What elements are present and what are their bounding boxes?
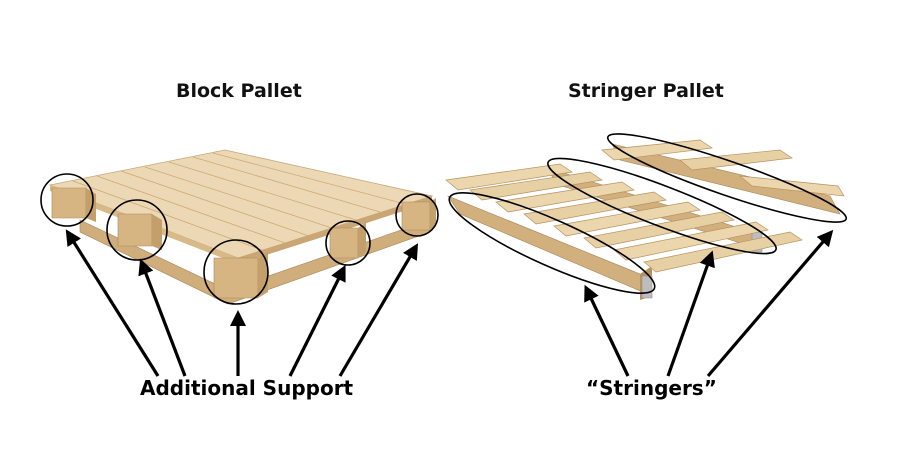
highlight-circle-4 [325,220,371,266]
stringer-front [447,195,653,300]
highlight-circle-3 [203,239,269,305]
arrow-7 [666,250,715,377]
highlight-circle-1 [40,173,94,227]
highlight-ellipse-middle [547,157,777,255]
arrow-8 [706,229,834,378]
deck-slats [445,139,845,273]
highlight-ellipse-back [606,133,848,223]
support-block-5 [401,198,436,231]
arrow-1 [65,229,160,377]
additional-support-label: Additional Support [140,376,354,400]
arrow-4 [288,264,346,377]
support-block-1 [51,187,96,222]
block-pallet-illustration [48,149,436,305]
arrow-6 [584,284,630,377]
block-pallet-title: Block Pallet [176,80,302,102]
highlight-ellipse-front [448,192,656,294]
stringers-label: “Stringers” [586,376,717,400]
highlight-circle-5 [395,193,439,237]
arrow-5 [338,243,419,377]
arrow-2 [138,258,187,377]
support-block-2 [117,213,162,250]
stringer-pallet-illustration [445,139,845,300]
block-highlight-circles [40,173,439,305]
stringer-arrows [584,229,834,378]
stringer-pallet-title: Stringer Pallet [568,80,724,102]
support-arrows [65,229,419,377]
highlight-circle-2 [106,199,168,261]
support-block-4 [329,222,366,259]
support-block-3 [213,252,268,299]
stringer-highlight-ellipses [448,133,848,294]
